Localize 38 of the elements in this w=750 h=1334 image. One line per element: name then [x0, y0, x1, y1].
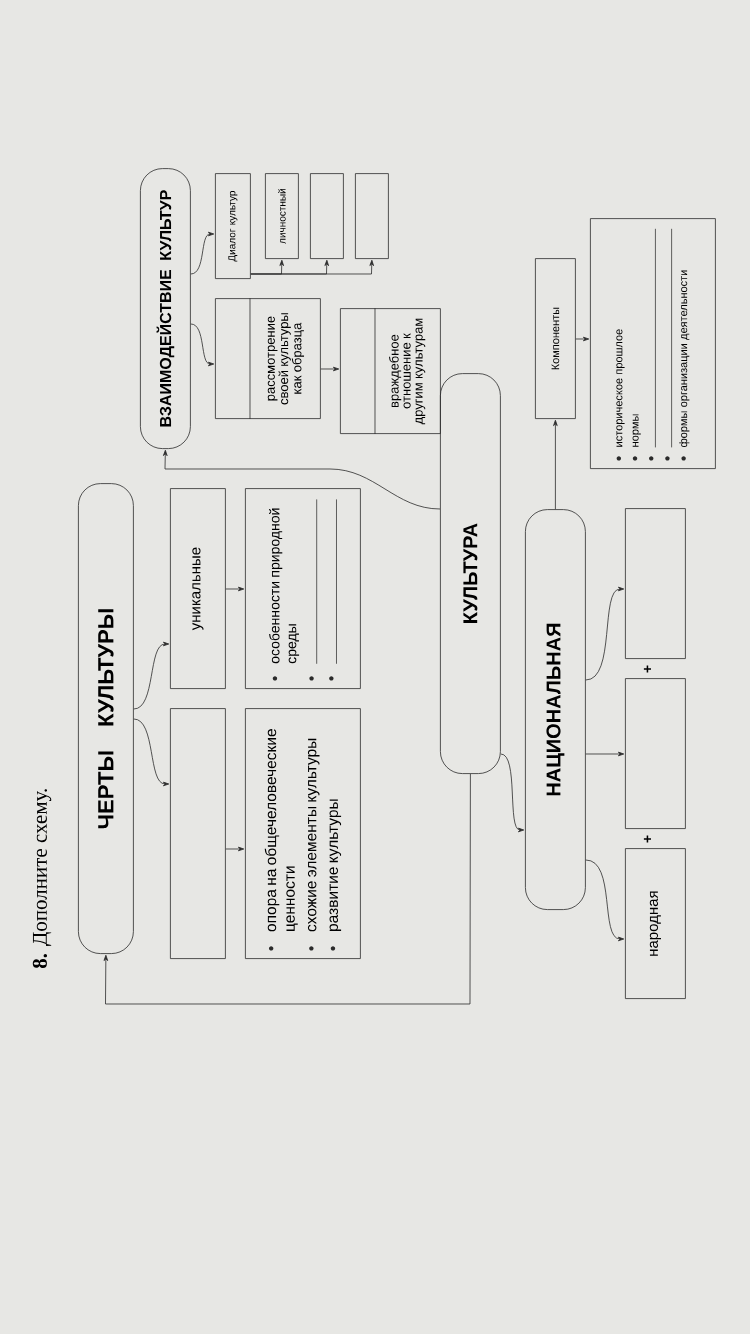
text-box: Диалог культур — [215, 173, 251, 279]
list-box: особенности природной среды — [245, 488, 361, 689]
answer-box — [310, 173, 344, 259]
arrow — [585, 586, 625, 681]
arrow — [225, 846, 245, 852]
answer-box — [355, 173, 389, 259]
arrow — [585, 751, 625, 757]
task-heading: 8. Дополните схему. — [32, 789, 52, 969]
plus-sign: + — [643, 835, 651, 843]
heading-band: ВЗАИМОДЕЙСТВИЕ КУЛЬТУР — [140, 168, 191, 449]
heading-band: НАЦИОНАЛЬНАЯ — [525, 509, 586, 910]
arrow — [575, 336, 590, 342]
answer-box — [625, 508, 686, 659]
text-box: Компоненты — [535, 258, 576, 419]
arrow — [133, 718, 170, 787]
answer-box — [625, 678, 686, 829]
text-box: народная — [625, 848, 686, 999]
arrow — [225, 586, 245, 592]
text-box: личностный — [265, 173, 299, 259]
arrow — [320, 366, 340, 372]
arrow — [500, 753, 525, 833]
list-box: опора на общечеловеческие ценности схожие элементы культуры развитие культуры — [245, 708, 361, 959]
text-box: уникальные — [170, 488, 226, 689]
arrow — [190, 323, 215, 367]
arrow — [163, 449, 441, 510]
arrow — [553, 419, 558, 510]
heading-band: КУЛЬТУРА — [440, 373, 501, 774]
arrow — [133, 641, 170, 710]
arrow — [250, 259, 374, 275]
list-box: историческое прошлое нормы формы организации деятельности — [590, 218, 716, 469]
arrow — [585, 859, 625, 942]
heading-band: ЧЕРТЫ КУЛЬТУРЫ — [78, 483, 134, 954]
plus-sign: + — [643, 665, 651, 673]
arrow — [103, 773, 471, 1005]
arrow — [190, 231, 215, 275]
split-box: рассмотрение своей культуры как образца — [215, 297, 321, 420]
answer-box — [170, 708, 226, 959]
split-box: враждебное отношение к другим культурам — [340, 307, 441, 435]
